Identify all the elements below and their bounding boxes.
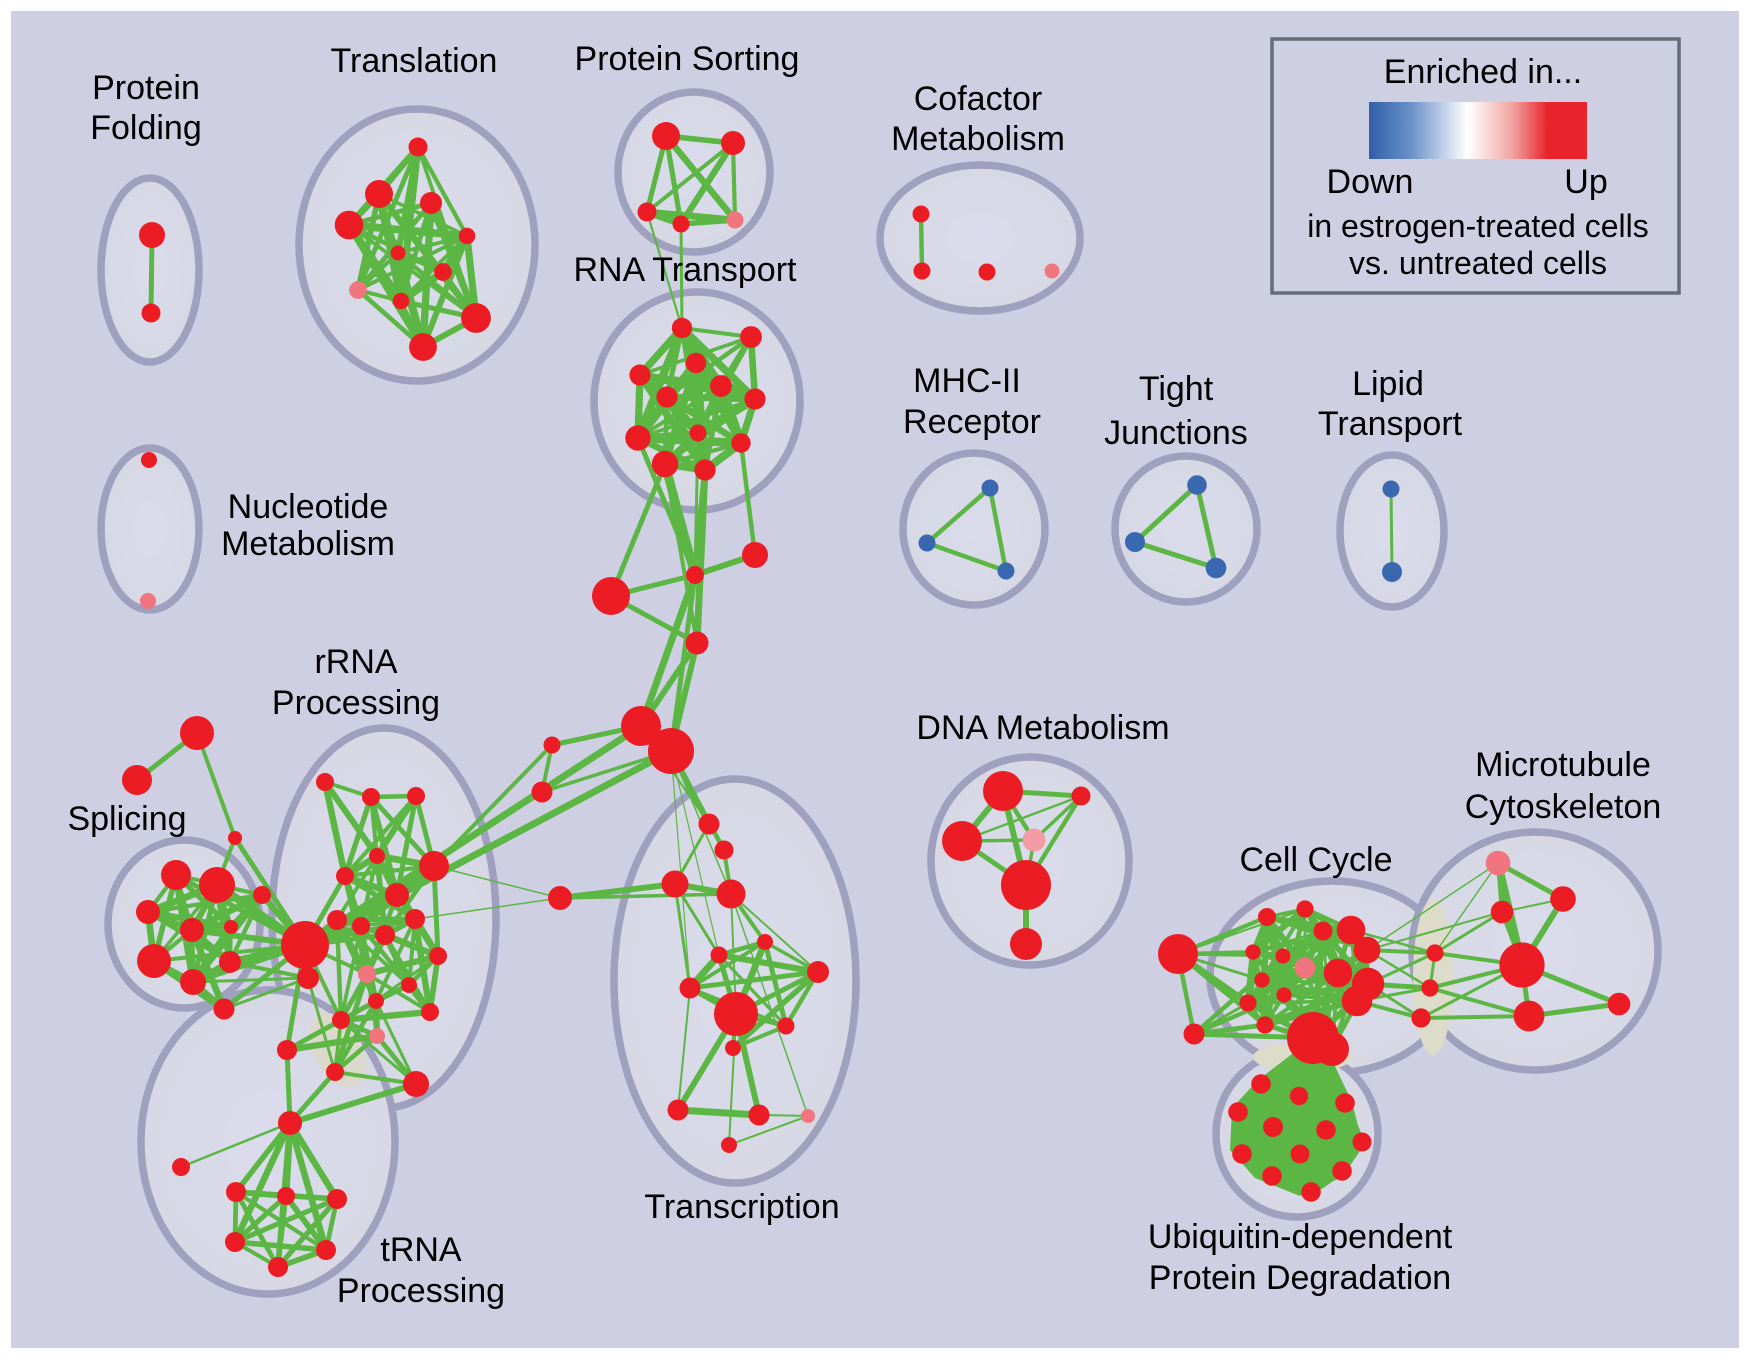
svg-text:Up: Up <box>1564 163 1607 201</box>
svg-text:Cytoskeleton: Cytoskeleton <box>1465 788 1662 826</box>
svg-text:RNA Transport: RNA Transport <box>574 251 798 289</box>
svg-text:vs. untreated cells: vs. untreated cells <box>1349 245 1607 281</box>
svg-text:Translation: Translation <box>331 42 498 80</box>
svg-text:Microtubule: Microtubule <box>1475 746 1651 784</box>
svg-text:Junctions: Junctions <box>1104 414 1248 452</box>
svg-text:Folding: Folding <box>90 109 202 147</box>
svg-text:tRNA: tRNA <box>380 1231 462 1269</box>
svg-text:Receptor: Receptor <box>903 403 1041 441</box>
svg-text:Cell Cycle: Cell Cycle <box>1239 841 1392 879</box>
svg-text:Transcription: Transcription <box>644 1188 839 1226</box>
svg-text:Metabolism: Metabolism <box>221 525 395 563</box>
svg-text:Lipid: Lipid <box>1352 365 1424 403</box>
svg-text:rRNA: rRNA <box>314 643 397 681</box>
svg-text:Protein: Protein <box>92 69 200 107</box>
svg-text:DNA Metabolism: DNA Metabolism <box>916 709 1169 747</box>
svg-text:in estrogen-treated cells: in estrogen-treated cells <box>1307 208 1649 244</box>
svg-text:Cofactor: Cofactor <box>914 80 1043 118</box>
svg-text:Ubiquitin-dependent: Ubiquitin-dependent <box>1148 1218 1453 1256</box>
svg-text:MHC-II: MHC-II <box>913 362 1021 400</box>
svg-text:Processing: Processing <box>337 1272 505 1310</box>
svg-text:Metabolism: Metabolism <box>891 120 1065 158</box>
svg-text:Processing: Processing <box>272 684 440 722</box>
svg-text:Tight: Tight <box>1139 370 1214 408</box>
svg-text:Nucleotide: Nucleotide <box>228 488 389 526</box>
svg-text:Protein Sorting: Protein Sorting <box>575 40 800 78</box>
svg-text:Enriched in...: Enriched in... <box>1384 53 1582 91</box>
svg-text:Protein Degradation: Protein Degradation <box>1149 1259 1451 1297</box>
svg-text:Down: Down <box>1327 163 1414 201</box>
svg-text:Transport: Transport <box>1318 405 1463 443</box>
svg-text:Splicing: Splicing <box>67 800 186 838</box>
